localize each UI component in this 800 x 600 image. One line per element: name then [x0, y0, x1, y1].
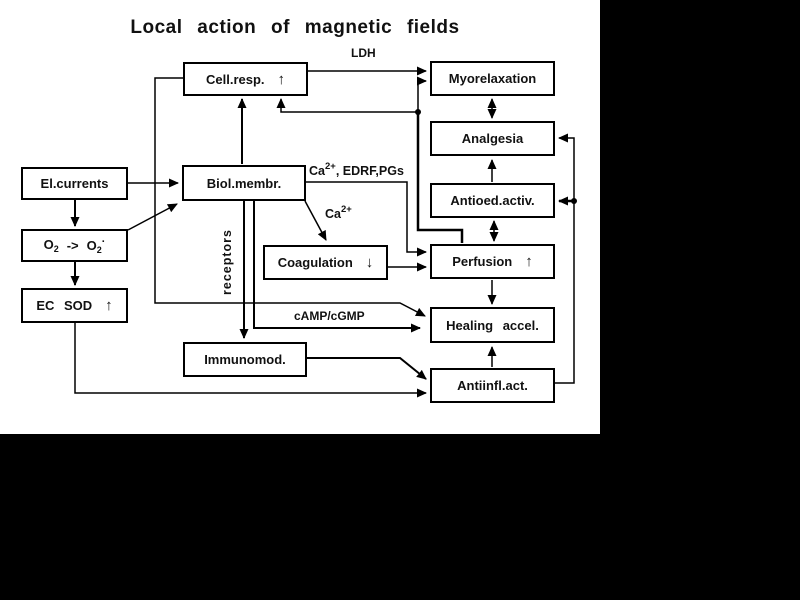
node-label: Analgesia — [461, 131, 524, 146]
junction-dot-top — [415, 109, 421, 115]
node-coagulation: Coagulation ↓ — [263, 245, 388, 280]
node-label: EC SOD — [36, 298, 93, 313]
edge-junction-to-cellresp — [276, 98, 418, 113]
diagram-title: Local action of magnetic fields — [130, 17, 460, 38]
node-label: Biol.membr. — [206, 175, 282, 191]
node-healing-accel: Healing accel. — [430, 307, 555, 343]
node-label: Antiinfl.act. — [457, 378, 528, 393]
edge-label-ldh: LDH — [351, 46, 376, 60]
edge-antiinfl-loop-to-analgesia — [555, 133, 575, 384]
node-myorelaxation: Myorelaxation — [430, 61, 555, 96]
node-immunomod: Immunomod. — [183, 342, 307, 377]
reaction-arrow: -> — [66, 238, 79, 253]
node-perfusion: Perfusion ↑ — [430, 244, 555, 279]
node-label: Immunomod. — [204, 352, 286, 367]
up-arrow-icon: ↑ — [525, 253, 533, 270]
node-o2-superoxide: O2 -> O2· — [21, 229, 128, 262]
node-biol-membr: Biol.membr. — [182, 165, 306, 201]
node-antioed-activ: Antioed.activ. — [430, 183, 555, 218]
edge-o2-to-biolmembr — [127, 203, 178, 231]
node-label: Myorelaxation — [448, 71, 537, 86]
node-analgesia: Analgesia — [430, 121, 555, 156]
edge-ca-biolmembr-to-coagulation — [304, 200, 327, 241]
o2-radical-symbol: O2· — [86, 236, 106, 255]
down-arrow-icon: ↓ — [365, 254, 374, 271]
edge-cellresp-loop-to-healing — [154, 77, 426, 317]
edge-ecsod-to-antiinfl — [74, 323, 427, 398]
diagram-canvas: Local action of magnetic fields Cell.res… — [0, 0, 600, 434]
junction-dot-right — [571, 198, 577, 204]
edge-label-ca: Ca2+ — [325, 204, 352, 221]
edge-label-receptors: receptors — [220, 229, 234, 295]
up-arrow-icon: ↑ — [277, 70, 286, 88]
edge-junction-to-myorelaxation — [417, 76, 427, 112]
node-label: Cell.resp. — [205, 71, 265, 87]
node-label: El.currents — [40, 176, 109, 191]
radical-dot: · — [101, 236, 106, 248]
node-label: Coagulation — [277, 255, 353, 270]
node-cell-resp: Cell.resp. ↑ — [183, 62, 308, 96]
edge-camp-biolmembr-to-healing — [253, 201, 421, 333]
node-label: Healing accel. — [446, 317, 539, 333]
node-el-currents: El.currents — [21, 167, 128, 200]
o2-symbol: O2 — [43, 237, 59, 254]
node-label: Perfusion — [452, 254, 513, 269]
edge-junction-to-perfusion-top — [416, 112, 464, 243]
node-label: Antioed.activ. — [450, 193, 535, 208]
edge-label-camp-cgmp: cAMP/cGMP — [294, 309, 365, 323]
edge-caedrf-biolmembr-to-perfusion — [306, 181, 427, 257]
edge-immunomod-to-antiinfl — [307, 357, 427, 380]
connector-layer — [70, 66, 577, 398]
node-ec-sod: EC SOD ↑ — [21, 288, 128, 323]
node-antiinfl-act: Antiinfl.act. — [430, 368, 555, 403]
up-arrow-icon: ↑ — [105, 297, 113, 314]
edge-label-ca-edrf-pgs: Ca2+, EDRF,PGs — [309, 161, 404, 178]
